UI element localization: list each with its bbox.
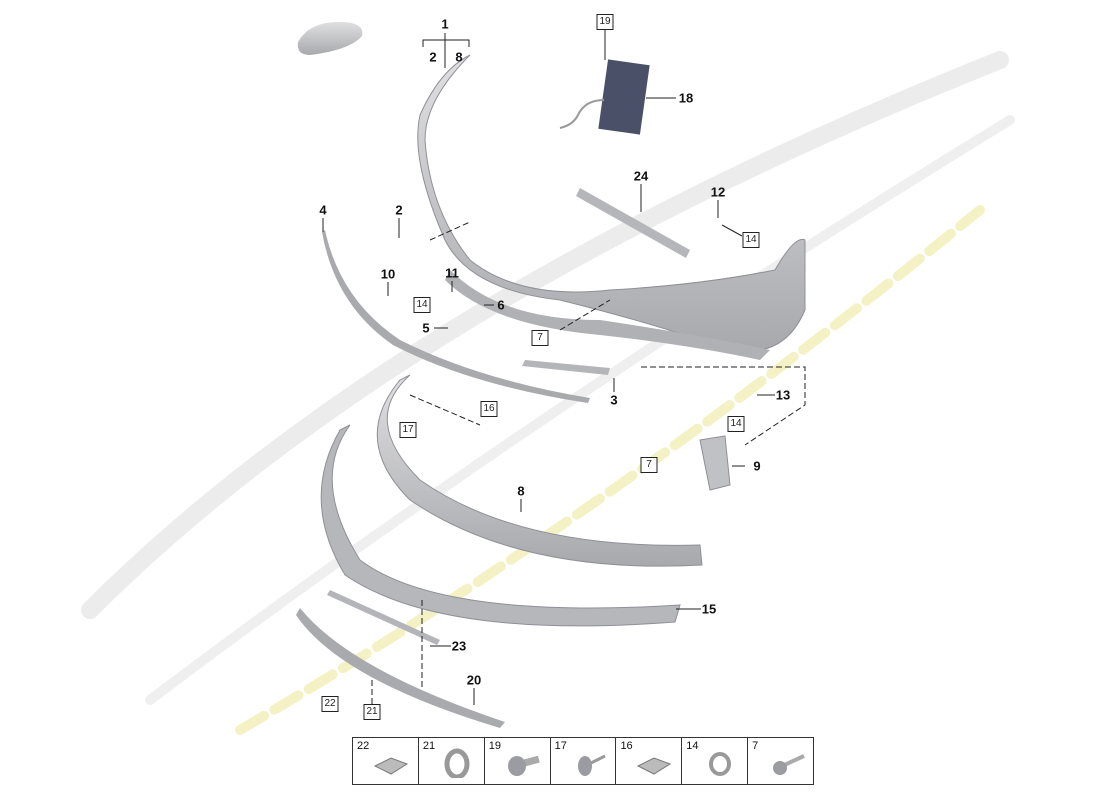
clip-nut-icon [637,757,672,775]
boxed-callout-7b: 7 [640,457,658,473]
bumper-lower-lip [445,270,770,360]
callout-5: 5 [422,320,430,336]
legend-cell-21: 21 [419,738,485,784]
fastener-legend: 22 21 19 17 16 14 7 [352,737,814,785]
boxed-callout-7: 7 [531,330,549,346]
legend-cell-17: 17 [551,738,617,784]
legend-cell-16: 16 [616,738,683,784]
callout-6: 6 [497,297,505,313]
callout-11: 11 [445,265,459,281]
callout-10: 10 [380,266,396,282]
callout-8: 8 [455,49,463,65]
boxed-callout-14b: 14 [413,297,431,313]
boxed-callout-22: 22 [321,696,339,712]
boxed-callout-16: 16 [480,401,498,417]
nut-ring-icon [709,752,732,776]
boxed-callout-14c: 14 [727,416,745,432]
boxed-callout-14: 14 [742,232,760,248]
callout-2b: 2 [395,202,403,218]
bumper-cover [417,54,806,351]
callout-4: 4 [319,202,327,218]
boxed-callout-21: 21 [363,704,381,720]
vehicle-thumbnail [297,21,363,55]
callout-12: 12 [710,184,726,200]
pan-head-screw-icon [507,755,540,776]
self-tapping-screw-icon [577,754,606,776]
legend-cell-14: 14 [682,738,749,784]
boxed-callout-19: 19 [596,14,614,30]
callout-23: 23 [451,638,467,654]
trim-strip [322,230,590,403]
legend-cell-7: 7 [748,738,813,784]
callout-15: 15 [701,601,717,617]
callout-24: 24 [633,168,649,184]
legend-cell-22: 22 [353,738,419,784]
spoiler-lip [376,374,703,567]
retaining-washer-icon [444,748,470,778]
callout-13: 13 [775,387,791,403]
legend-cell-19: 19 [485,738,551,784]
cover-strip [327,590,440,645]
module-cable [559,99,605,129]
callout-20: 20 [466,672,482,688]
leader-lines [322,30,806,705]
underbody-panel [296,608,505,728]
callout-18: 18 [678,90,694,106]
side-bracket [699,435,731,491]
torx-screw-icon [773,754,805,775]
callout-3: 3 [610,392,618,408]
callout-8b: 8 [517,483,525,499]
callout-9: 9 [753,458,761,474]
lower-trim [320,424,681,627]
bracket [576,188,690,258]
grille-strip [522,360,610,375]
control-module [598,59,650,135]
boxed-callout-17: 17 [399,422,417,438]
callout-2: 2 [429,49,437,65]
clip-nut-icon [373,757,409,775]
callout-1: 1 [441,16,449,32]
